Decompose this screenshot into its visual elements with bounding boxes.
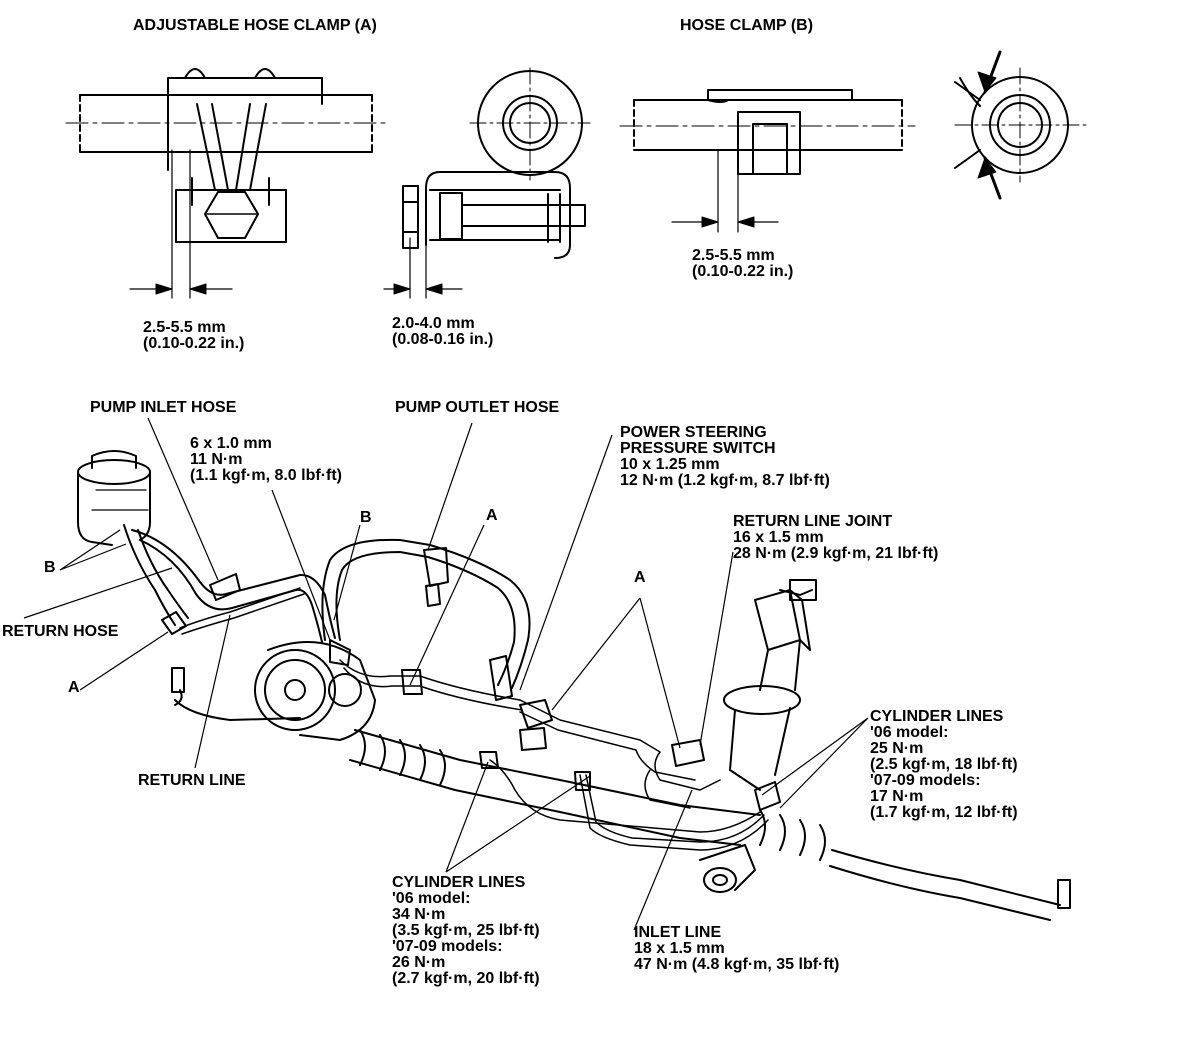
steering-column-drawing [723, 579, 817, 791]
model-07-09: '07-09 models: [870, 772, 981, 789]
callout-a-upper: A [486, 507, 498, 524]
return-hose-label: RETURN HOSE [2, 623, 119, 640]
adjustable-clamp-end-view [383, 67, 591, 299]
hose-clamp-b-end-view [954, 50, 1091, 200]
torque: 11 N·m [190, 451, 243, 468]
dimension-in: (0.08-0.16 in.) [392, 331, 494, 348]
torque-07-09: 26 N·m [392, 954, 446, 971]
torque-07-09-alt: (2.7 kgf·m, 20 lbf·ft) [392, 970, 540, 987]
hose-clamp-b-side-view [619, 89, 916, 233]
inlet-line-size: 18 x 1.5 mm [634, 940, 725, 957]
clamp-b-dimension: 2.5-5.5 mm (0.10-0.22 in.) [692, 248, 793, 280]
callout-a-right: A [634, 569, 646, 586]
adjustable-hose-clamp-title: ADJUSTABLE HOSE CLAMP (A) [133, 17, 377, 34]
return-line-label: RETURN LINE [138, 772, 246, 789]
pressure-switch-spec: POWER STEERING PRESSURE SWITCH 10 x 1.25… [620, 425, 830, 489]
return-line-joint-size: 16 x 1.5 mm [733, 529, 824, 546]
torque-06: 25 N·m [870, 740, 924, 757]
dimension-mm: 2.0-4.0 mm [392, 315, 475, 332]
torque-alt: (1.1 kgf·m, 8.0 lbf·ft) [190, 467, 343, 484]
dimension-in: (0.10-0.22 in.) [143, 335, 245, 352]
inlet-line-label: INLET LINE [634, 924, 722, 941]
pressure-switch-line-2: PRESSURE SWITCH [620, 440, 776, 457]
pump-inlet-bolt-spec: 6 x 1.0 mm 11 N·m (1.1 kgf·m, 8.0 lbf·ft… [190, 436, 342, 484]
pressure-switch-line-1: POWER STEERING [620, 424, 767, 441]
return-line-joint-label: RETURN LINE JOINT [733, 513, 893, 530]
torque-07-09: 17 N·m [870, 788, 924, 805]
callout-a-left: A [68, 679, 80, 696]
cylinder-lines-title: CYLINDER LINES [870, 708, 1004, 725]
pump-outlet-hose-label: PUMP OUTLET HOSE [395, 399, 560, 416]
model-06: '06 model: [392, 890, 471, 907]
dimension-mm: 2.5-5.5 mm [143, 319, 226, 336]
torque-06-alt: (3.5 kgf·m, 25 lbf·ft) [392, 922, 540, 939]
torque-06-alt: (2.5 kgf·m, 18 lbf·ft) [870, 756, 1018, 773]
inlet-line-torque: 47 N·m (4.8 kgf·m, 35 lbf·ft) [634, 956, 840, 973]
model-06: '06 model: [870, 724, 949, 741]
pump-drawing [254, 639, 376, 741]
cylinder-lines-right-spec: CYLINDER LINES '06 model: 25 N·m (2.5 kg… [870, 709, 1018, 821]
torque-06: 34 N·m [392, 906, 446, 923]
steering-rack-drawing [171, 667, 1071, 921]
cylinder-lines-title: CYLINDER LINES [392, 874, 526, 891]
pump-inlet-hose-label: PUMP INLET HOSE [90, 399, 237, 416]
adjustable-clamp-side-view [65, 68, 386, 299]
leader-lines [23, 417, 869, 931]
inlet-line-spec: INLET LINE 18 x 1.5 mm 47 N·m (4.8 kgf·m… [634, 925, 839, 973]
callout-b-upper: B [360, 509, 372, 526]
pressure-switch-torque: 12 N·m (1.2 kgf·m, 8.7 lbf·ft) [620, 472, 830, 489]
dimension-mm: 2.5-5.5 mm [692, 247, 775, 264]
callout-b-left: B [44, 559, 56, 576]
hose-clamp-b-title: HOSE CLAMP (B) [680, 17, 814, 34]
return-line-joint-spec: RETURN LINE JOINT 16 x 1.5 mm 28 N·m (2.… [733, 514, 938, 562]
dimension-in: (0.10-0.22 in.) [692, 263, 794, 280]
return-line-joint-torque: 28 N·m (2.9 kgf·m, 21 lbf·ft) [733, 545, 939, 562]
clamp-a-dimension-2: 2.0-4.0 mm (0.08-0.16 in.) [392, 316, 493, 348]
bolt-size: 6 x 1.0 mm [190, 435, 272, 452]
cylinder-lines-bottom-spec: CYLINDER LINES '06 model: 34 N·m (3.5 kg… [392, 875, 540, 987]
model-07-09: '07-09 models: [392, 938, 503, 955]
clamp-a-dimension-1: 2.5-5.5 mm (0.10-0.22 in.) [143, 320, 244, 352]
torque-07-09-alt: (1.7 kgf·m, 12 lbf·ft) [870, 804, 1018, 821]
pressure-switch-size: 10 x 1.25 mm [620, 456, 720, 473]
